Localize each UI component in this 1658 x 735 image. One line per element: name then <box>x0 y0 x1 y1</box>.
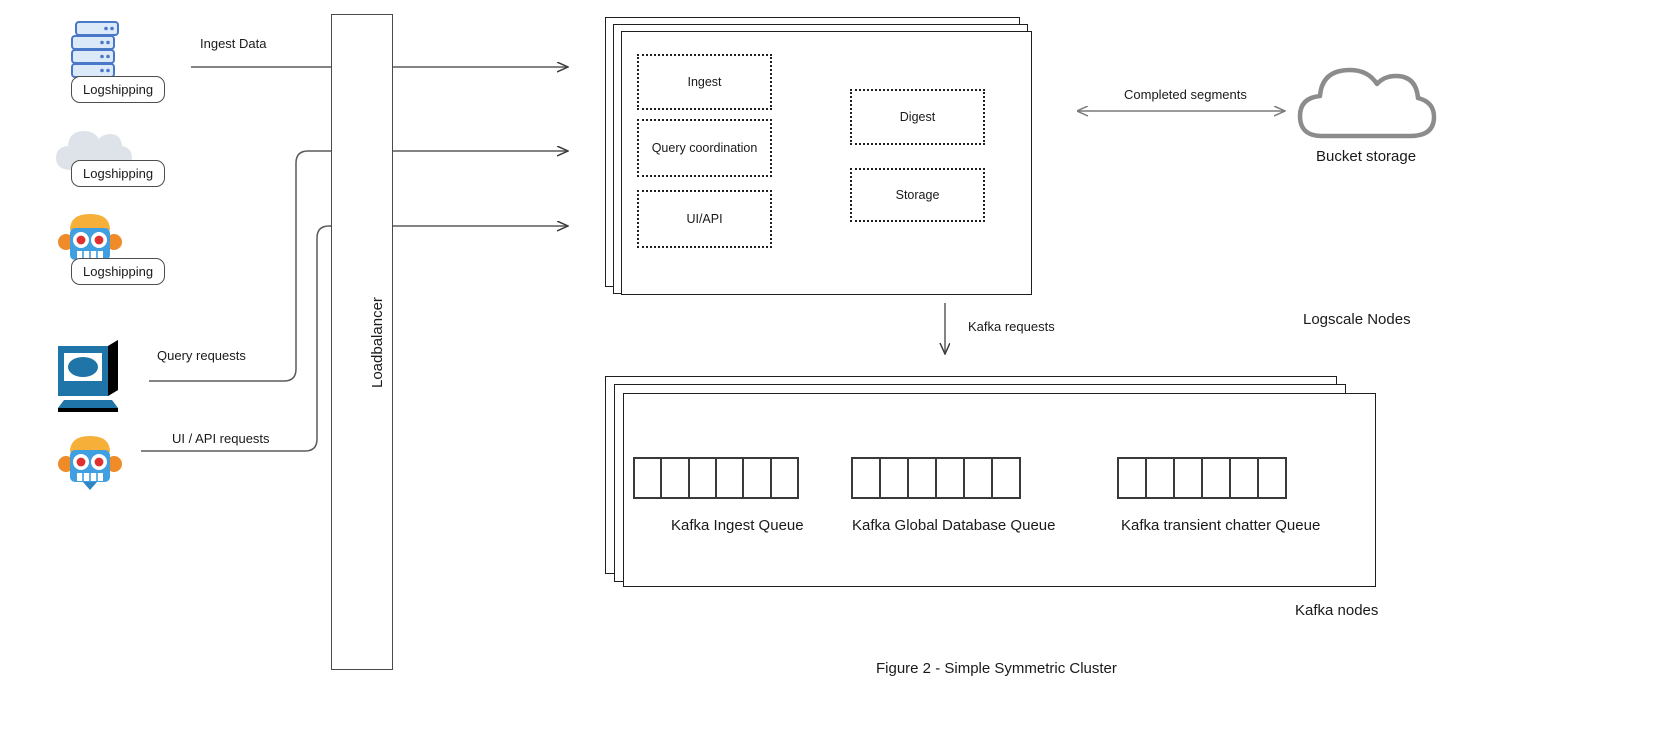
kafka-nodes-group-label: Kafka nodes <box>1295 602 1379 619</box>
logscale-component-storage: Storage <box>850 168 985 222</box>
queue-cell <box>1259 459 1285 497</box>
logscale-component-query-coordination: Query coordination <box>637 119 772 177</box>
server-stack-icon <box>64 18 134 95</box>
queue-cell <box>662 459 690 497</box>
queue-cell <box>1147 459 1175 497</box>
queue-cell <box>965 459 993 497</box>
logscale-component-storage-label: Storage <box>895 188 940 202</box>
loadbalancer-label: Loadbalancer <box>369 297 386 388</box>
kafka-queue-transient-chatter-label: Kafka transient chatter Queue <box>1121 517 1321 534</box>
desktop-computer-icon <box>50 338 126 418</box>
logscale-component-digest-label: Digest <box>899 110 936 124</box>
kafka-queue-ingest-label: Kafka Ingest Queue <box>671 517 804 534</box>
kafka-queue-ingest <box>633 457 799 499</box>
loadbalancer <box>331 14 393 670</box>
queue-cell <box>1119 459 1147 497</box>
logscale-nodes-group-label: Logscale Nodes <box>1303 311 1411 328</box>
arrow-uiapi-requests <box>141 226 567 452</box>
arrow-query-requests <box>149 151 567 382</box>
kafka-queue-transient-chatter <box>1117 457 1287 499</box>
logshipping-pill-cloud: Logshipping <box>71 160 166 187</box>
queue-cell <box>1175 459 1203 497</box>
logscale-component-ingest-label: Ingest <box>687 75 722 89</box>
logshipping-pill-robot: Logshipping <box>71 258 166 285</box>
logscale-component-query-coordination-label: Query coordination <box>651 141 758 155</box>
robot-icon <box>57 208 123 275</box>
label-query-requests: Query requests <box>157 348 246 363</box>
robot-icon-2 <box>57 430 123 497</box>
queue-cell <box>717 459 745 497</box>
queue-cell <box>881 459 909 497</box>
queue-cell <box>909 459 937 497</box>
queue-cell <box>993 459 1019 497</box>
kafka-queue-global-database <box>851 457 1021 499</box>
logscale-component-ingest: Ingest <box>637 54 772 110</box>
logshipping-pill-servers: Logshipping <box>71 76 166 103</box>
queue-cell <box>635 459 663 497</box>
label-completed-segments: Completed segments <box>1124 87 1247 102</box>
queue-cell <box>772 459 797 497</box>
queue-cell <box>1203 459 1231 497</box>
queue-cell <box>690 459 717 497</box>
logscale-component-uiapi: UI/API <box>637 190 772 248</box>
queue-cell <box>1231 459 1259 497</box>
queue-cell <box>744 459 772 497</box>
label-uiapi-requests: UI / API requests <box>172 431 270 446</box>
logscale-component-digest: Digest <box>850 89 985 145</box>
label-kafka-requests: Kafka requests <box>968 319 1055 334</box>
logscale-component-uiapi-label: UI/API <box>686 212 723 226</box>
queue-cell <box>937 459 965 497</box>
bucket-storage-label: Bucket storage <box>1316 148 1417 165</box>
label-ingest-data: Ingest Data <box>200 36 267 51</box>
figure-caption: Figure 2 - Simple Symmetric Cluster <box>876 660 1117 677</box>
bucket-storage-icon <box>1292 56 1442 149</box>
kafka-queue-global-database-label: Kafka Global Database Queue <box>852 517 1056 534</box>
queue-cell <box>853 459 881 497</box>
